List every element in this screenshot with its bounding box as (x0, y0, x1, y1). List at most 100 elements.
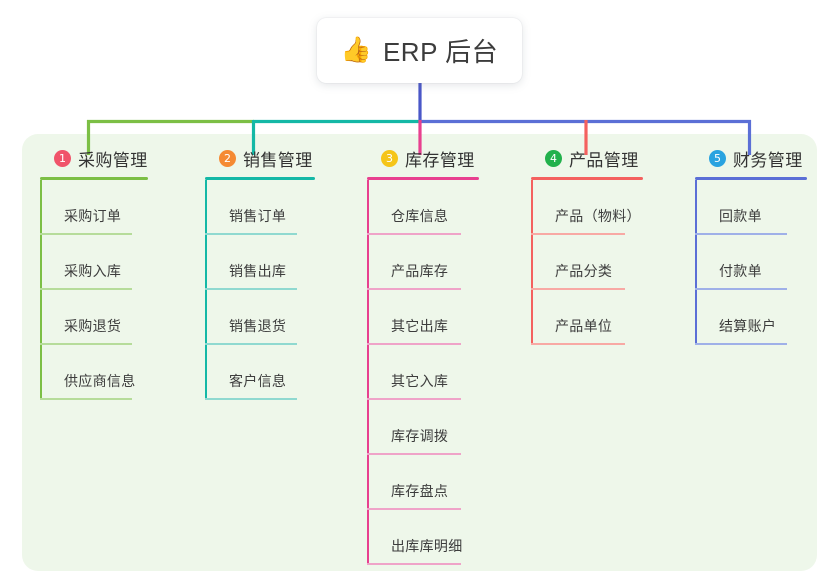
leaf-underline (531, 233, 625, 235)
leaf-node[interactable]: 其它出库 (367, 290, 479, 345)
leaf-label: 产品分类 (555, 263, 613, 279)
branch-underline (695, 177, 807, 180)
branch-number-badge: 4 (545, 149, 562, 167)
branch-header-财务管理[interactable]: 5 财务管理 (695, 146, 807, 170)
leaf-label: 付款单 (719, 263, 762, 279)
leaf-label: 其它入库 (391, 373, 449, 389)
branch-underline (205, 177, 315, 180)
leaf-label: 采购入库 (64, 263, 122, 279)
leaf-label: 产品库存 (391, 263, 449, 279)
branch-header-产品管理[interactable]: 4 产品管理 (531, 146, 643, 170)
branch-spine (695, 180, 697, 345)
leaf-list: 销售订单销售出库销售退货客户信息 (205, 180, 315, 400)
leaf-node[interactable]: 付款单 (695, 235, 807, 290)
branch-title: 产品管理 (569, 150, 639, 170)
leaf-node[interactable]: 销售退货 (205, 290, 315, 345)
leaf-node[interactable]: 采购订单 (40, 180, 148, 235)
branch-column-库存管理: 3 库存管理仓库信息产品库存其它出库其它入库库存调拨库存盘点出库库明细 (367, 146, 479, 565)
leaf-label: 供应商信息 (64, 373, 136, 389)
leaf-underline (367, 343, 461, 345)
branch-header-库存管理[interactable]: 3 库存管理 (367, 146, 479, 170)
root-node-content: 👍 ERP 后台 (341, 32, 498, 69)
leaf-node[interactable]: 产品单位 (531, 290, 643, 345)
diagram-panel-background (22, 134, 817, 571)
leaf-label: 销售出库 (229, 263, 287, 279)
leaf-underline (205, 343, 297, 345)
branch-underline (531, 177, 643, 180)
leaf-label: 库存调拨 (391, 428, 449, 444)
branch-number-badge: 5 (709, 149, 726, 167)
leaf-node[interactable]: 库存调拨 (367, 400, 479, 455)
leaf-label: 仓库信息 (391, 208, 449, 224)
leaf-node[interactable]: 出库库明细 (367, 510, 479, 565)
leaf-label: 产品单位 (555, 318, 613, 334)
leaf-label: 结算账户 (719, 318, 777, 334)
branch-title: 财务管理 (733, 150, 803, 170)
leaf-label: 回款单 (719, 208, 762, 224)
leaf-label: 采购订单 (64, 208, 122, 224)
leaf-underline (40, 398, 132, 400)
leaf-label: 采购退货 (64, 318, 122, 334)
leaf-node[interactable]: 仓库信息 (367, 180, 479, 235)
leaf-label: 库存盘点 (391, 483, 449, 499)
branch-underline (40, 177, 148, 180)
leaf-underline (695, 343, 787, 345)
branch-spine (40, 180, 42, 400)
branch-underline (367, 177, 479, 180)
branch-header-采购管理[interactable]: 1 采购管理 (40, 146, 148, 170)
leaf-underline (367, 398, 461, 400)
leaf-label: 销售订单 (229, 208, 287, 224)
leaf-underline (40, 288, 132, 290)
branch-spine (531, 180, 533, 345)
leaf-underline (531, 343, 625, 345)
branch-column-财务管理: 5 财务管理回款单付款单结算账户 (695, 146, 807, 345)
leaf-node[interactable]: 产品（物料） (531, 180, 643, 235)
leaf-node[interactable]: 回款单 (695, 180, 807, 235)
root-node-title: ERP 后台 (382, 37, 499, 67)
leaf-underline (40, 343, 132, 345)
leaf-node[interactable]: 客户信息 (205, 345, 315, 400)
leaf-node[interactable]: 结算账户 (695, 290, 807, 345)
leaf-node[interactable]: 销售订单 (205, 180, 315, 235)
leaf-underline (40, 233, 132, 235)
leaf-underline (367, 563, 461, 565)
leaf-underline (695, 233, 787, 235)
leaf-node[interactable]: 产品库存 (367, 235, 479, 290)
branch-number-badge: 2 (219, 149, 236, 167)
leaf-label: 客户信息 (229, 373, 287, 389)
leaf-list: 回款单付款单结算账户 (695, 180, 807, 345)
leaf-node[interactable]: 采购退货 (40, 290, 148, 345)
thumbs-up-icon: 👍 (340, 36, 372, 64)
branch-number-badge: 1 (54, 149, 71, 167)
leaf-list: 采购订单采购入库采购退货供应商信息 (40, 180, 148, 400)
leaf-node[interactable]: 供应商信息 (40, 345, 148, 400)
leaf-list: 产品（物料） 产品分类产品单位 (531, 180, 643, 345)
leaf-list: 仓库信息产品库存其它出库其它入库库存调拨库存盘点出库库明细 (367, 180, 479, 565)
leaf-underline (695, 288, 787, 290)
branch-column-产品管理: 4 产品管理产品（物料） 产品分类产品单位 (531, 146, 643, 345)
leaf-label: 其它出库 (391, 318, 449, 334)
branch-column-采购管理: 1 采购管理采购订单采购入库采购退货供应商信息 (40, 146, 148, 400)
branch-title: 采购管理 (78, 150, 148, 170)
leaf-node[interactable]: 库存盘点 (367, 455, 479, 510)
leaf-underline (367, 453, 461, 455)
branch-number-badge: 3 (381, 149, 398, 167)
leaf-underline (367, 233, 461, 235)
leaf-label: 销售退货 (229, 318, 287, 334)
leaf-underline (205, 398, 297, 400)
branch-title: 库存管理 (405, 150, 475, 170)
leaf-underline (367, 508, 461, 510)
leaf-node[interactable]: 销售出库 (205, 235, 315, 290)
root-node-erp-backend[interactable]: 👍 ERP 后台 (317, 18, 522, 83)
leaf-node[interactable]: 产品分类 (531, 235, 643, 290)
leaf-underline (205, 288, 297, 290)
branch-spine (205, 180, 207, 400)
leaf-label: 出库库明细 (391, 538, 463, 554)
leaf-node[interactable]: 其它入库 (367, 345, 479, 400)
leaf-underline (367, 288, 461, 290)
leaf-label: 产品（物料） (555, 208, 641, 224)
leaf-node[interactable]: 采购入库 (40, 235, 148, 290)
leaf-underline (205, 233, 297, 235)
